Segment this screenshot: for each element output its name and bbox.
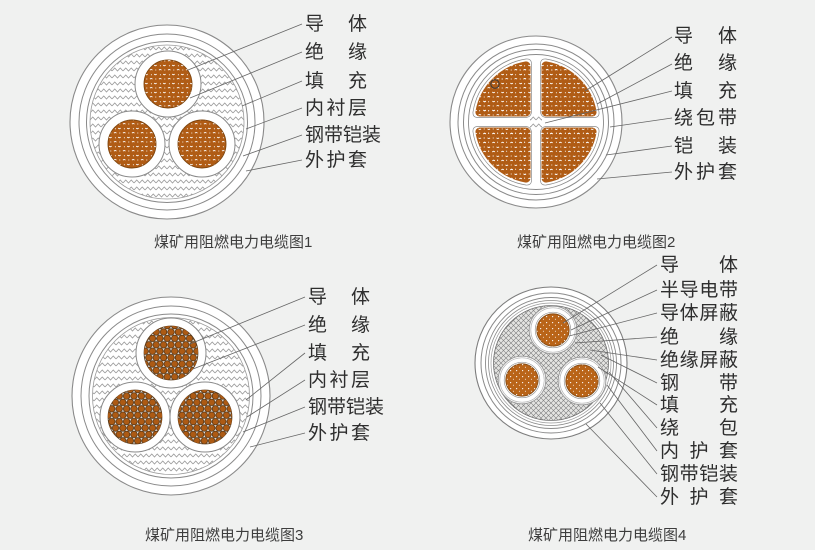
cable2-label-insulation: 绝缘 [674,53,737,74]
cable2-cross-section [449,35,623,209]
cable1-cross-section [69,24,265,220]
cable1-label-insulation: 绝缘 [305,42,367,63]
cable4-leader-lines [562,264,658,498]
cable1-armour-inner-ring [86,41,248,203]
cable3-label-steel-armour: 钢带铠装 [308,397,385,418]
cable2-wrap-tape-ring [463,49,609,195]
cable2-label-filler: 填充 [674,81,737,102]
cable4-label-steel-tape: 钢带 [660,373,738,394]
cable4-core-top [528,305,578,355]
cable1-label-inner-liner: 内衬层 [305,98,367,119]
cable4-label-filler: 填充 [660,395,738,416]
cable2-marker-ring [490,79,500,89]
cable3-armour-outer-ring [80,305,262,487]
cable4-label-conductor-screen: 导体屏蔽 [660,303,738,324]
cable4-label-steel-armour: 钢带铠装 [660,464,738,485]
cable2-leader-lines [544,36,673,180]
cable2-center-filler [530,116,542,128]
cable3-core-top [135,317,207,389]
cable1-label-steel-armour: 钢带铠装 [305,125,382,146]
cable4-label-inner-sheath: 内护套 [660,441,738,462]
cable3-label-conductor: 导体 [308,287,370,308]
cable4-label-semiconductive-tape: 半导电带 [660,280,738,301]
cable3-leader-lines [189,296,306,448]
cable1-core-top [134,50,202,118]
cable3-label-inner-liner: 内衬层 [308,370,370,391]
cable4-tape-ring [490,302,612,424]
cable2-label-conductor: 导体 [674,26,737,47]
cable3-core-right [169,381,241,453]
cable2-label-outer-sheath: 外护套 [674,162,737,183]
cable4-core-left [497,355,547,405]
cable2-armour-ring [457,43,615,201]
cable3-label-filler: 填充 [308,343,370,364]
cable3-cross-section [71,296,271,496]
cable3-armour-inner-ring [88,313,254,479]
cable2-inner-ring [468,54,604,190]
cable1-core-left [98,110,166,178]
cable4-wrap-ring [488,300,614,426]
cable2-label-armour: 铠装 [674,136,737,157]
cable2-caption: 煤矿用阻燃电力电缆图2 [517,234,676,251]
cable4-cross-section [474,286,628,440]
cable4-core-right [557,356,607,406]
cable3-caption: 煤矿用阻燃电力电缆图3 [145,527,304,544]
cable1-core-right [168,110,236,178]
cable1-label-conductor: 导体 [305,14,367,35]
cable1-armour-outer-ring [78,33,256,211]
cable2-sector-conductors [472,58,600,186]
cable1-caption: 煤矿用阻燃电力电缆图1 [154,234,313,251]
cable3-core-left [99,381,171,453]
cable2-label-wrap-tape: 绕包带 [674,108,737,129]
cable4-label-insulation: 绝缘 [660,327,738,348]
cable3-label-insulation: 绝缘 [308,315,370,336]
cable1-label-filler: 填充 [305,71,367,92]
cable1-leader-lines [187,23,303,172]
cable4-armour-ring [480,292,622,434]
cable4-label-outer-sheath: 外护套 [660,487,738,508]
cable1-label-outer-sheath: 外护套 [305,150,367,171]
cable4-label-wrap: 绕包 [660,418,738,439]
cable4-caption: 煤矿用阻燃电力电缆图4 [528,527,687,544]
cable3-label-outer-sheath: 外护套 [308,423,370,444]
cable4-label-insulation-screen: 绝缘屏蔽 [660,350,738,371]
cable4-label-conductor: 导体 [660,255,738,276]
